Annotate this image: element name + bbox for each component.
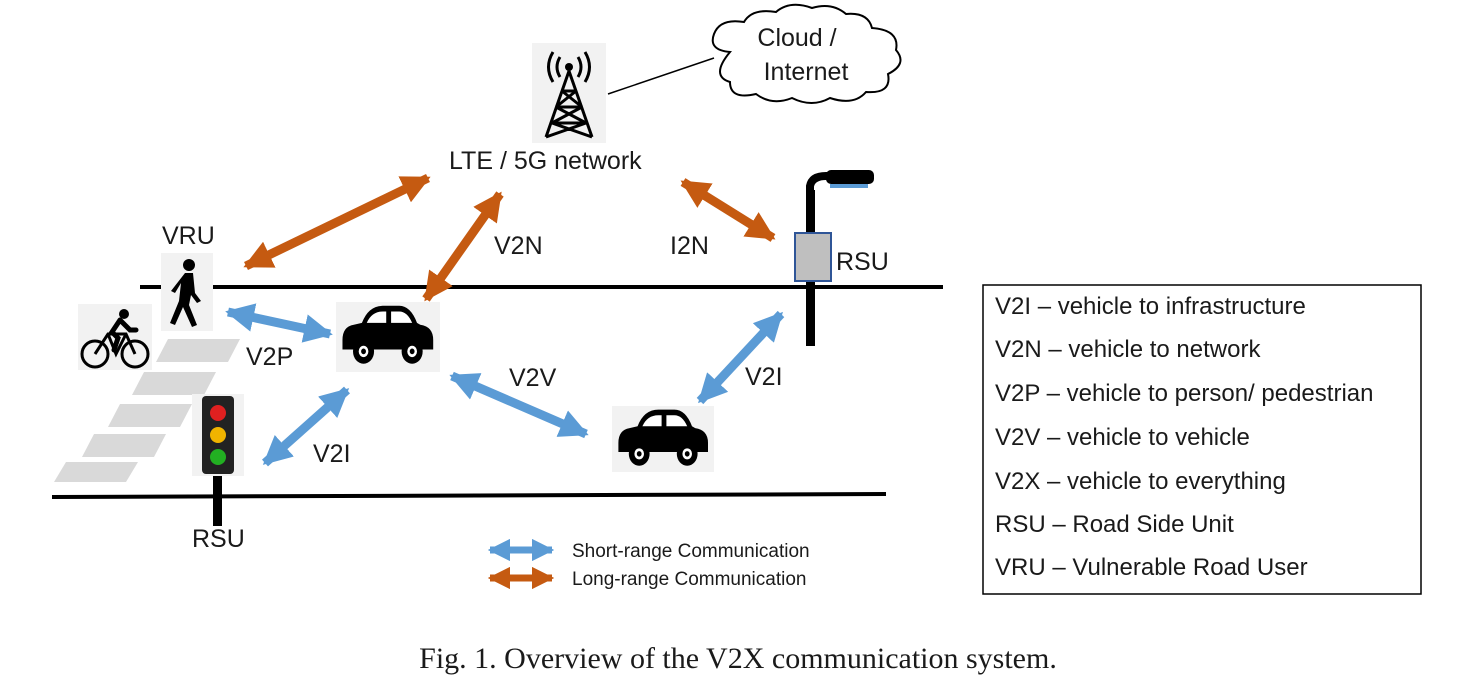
green-light bbox=[210, 449, 226, 465]
road-bottom-line bbox=[51, 492, 887, 499]
traffic-light-icon bbox=[192, 394, 244, 526]
figure-caption: Fig. 1. Overview of the V2X communicatio… bbox=[419, 642, 1057, 675]
legend-item: RSU – Road Side Unit bbox=[995, 511, 1234, 538]
rsu-label-left: RSU bbox=[192, 525, 245, 553]
legend-item: V2P – vehicle to person/ pedestrian bbox=[995, 380, 1373, 407]
car-icon-upper bbox=[336, 302, 440, 372]
v2n-arrow bbox=[422, 191, 504, 302]
legend-item: V2X – vehicle to everything bbox=[995, 468, 1286, 495]
car-icon-lower bbox=[612, 406, 714, 472]
i2n-arrow bbox=[680, 178, 776, 242]
cloud-icon: Cloud / Internet bbox=[711, 3, 902, 104]
v2i-label-right: V2I bbox=[745, 363, 783, 391]
tower-cloud-link bbox=[607, 57, 715, 95]
legend-item: VRU – Vulnerable Road User bbox=[995, 554, 1308, 581]
street-lamp-rsu bbox=[794, 170, 874, 346]
vru-network-arrow bbox=[243, 173, 431, 271]
abbreviation-legend: V2I – vehicle to infrastructure V2N – ve… bbox=[982, 284, 1422, 595]
rsu-label-right: RSU bbox=[836, 248, 889, 276]
legend-item: V2I – vehicle to infrastructure bbox=[995, 293, 1306, 320]
v2p-arrow bbox=[225, 303, 333, 343]
legend-long-label: Long-range Communication bbox=[572, 569, 806, 590]
v2n-label: V2N bbox=[494, 232, 543, 260]
bicyclist-icon bbox=[78, 304, 152, 370]
legend-item: V2N – vehicle to network bbox=[995, 336, 1261, 363]
cell-tower-icon bbox=[532, 43, 606, 143]
long-range-arrows bbox=[243, 173, 776, 302]
v2v-label: V2V bbox=[509, 364, 557, 392]
amber-light bbox=[210, 427, 226, 443]
short-range-arrows bbox=[225, 303, 785, 467]
pedestrian-icon bbox=[161, 253, 213, 331]
v2v-arrow bbox=[449, 371, 589, 439]
rsu-box-right bbox=[794, 232, 832, 282]
crosswalk bbox=[54, 339, 240, 482]
v2i-arrow-right bbox=[696, 310, 785, 405]
legend-short-label: Short-range Communication bbox=[572, 541, 810, 562]
vru-label: VRU bbox=[162, 222, 215, 250]
arrow-legend: Short-range Communication Long-range Com… bbox=[487, 538, 810, 590]
red-light bbox=[210, 405, 226, 421]
network-label: LTE / 5G network bbox=[449, 147, 642, 175]
cloud-label-line1: Cloud / bbox=[757, 24, 836, 52]
v2i-label-left: V2I bbox=[313, 440, 351, 468]
cloud-label-line2: Internet bbox=[764, 58, 849, 86]
v2p-label: V2P bbox=[246, 343, 293, 371]
v2i-arrow-left bbox=[262, 386, 350, 467]
i2n-label: I2N bbox=[670, 232, 709, 260]
legend-item: V2V – vehicle to vehicle bbox=[995, 424, 1250, 451]
